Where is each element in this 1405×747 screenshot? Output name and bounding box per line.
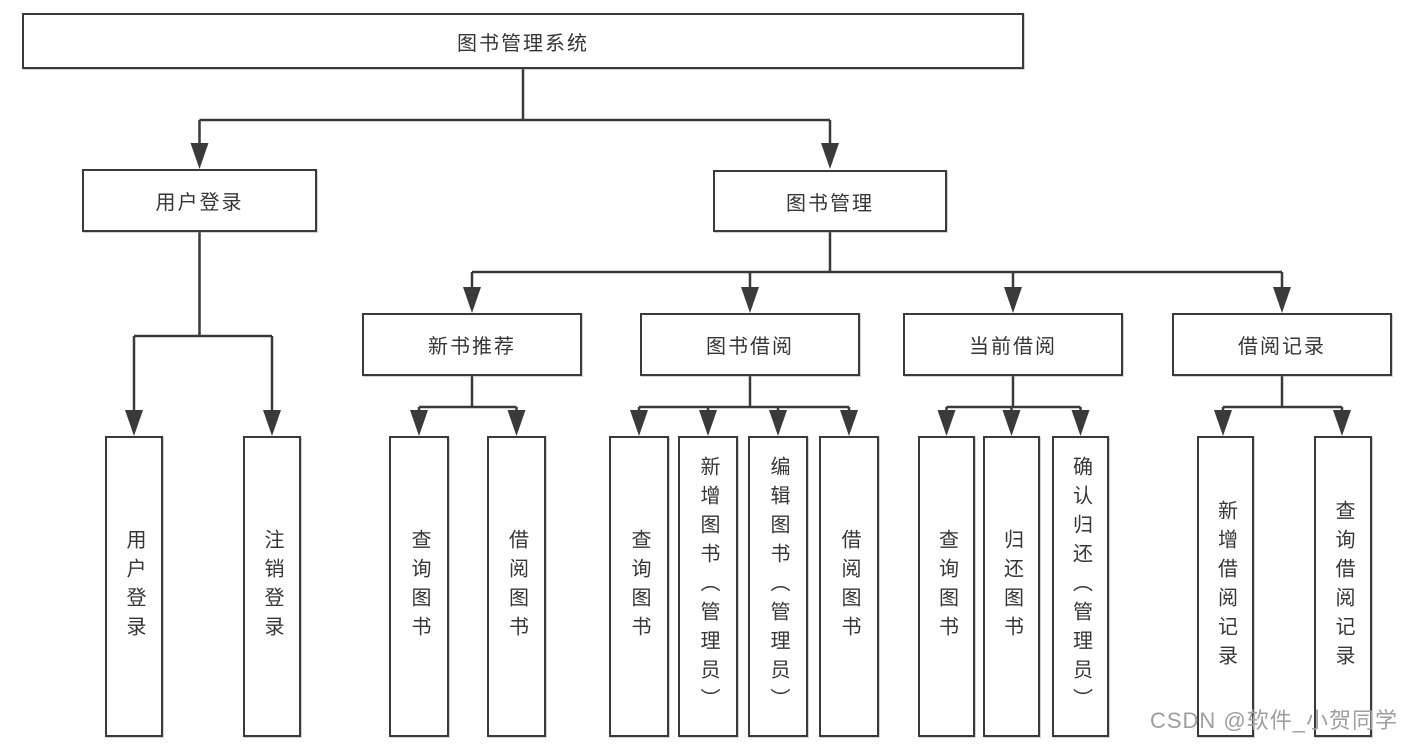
leaf-return-book-label: 归还图书 <box>1000 528 1023 645</box>
node-current-borrow-label: 当前借阅 <box>969 336 1057 358</box>
leaf-query-books-recommend: 查询图书 <box>389 436 449 737</box>
leaf-edit-book-admin-label: 编辑图书（管理员） <box>767 456 789 717</box>
leaf-confirm-return-admin-label: 确认归还（管理员） <box>1069 456 1092 717</box>
leaf-add-borrow-record: 新增借阅记录 <box>1197 436 1254 737</box>
leaf-add-book-admin: 新增图书（管理员） <box>678 436 738 737</box>
node-new-book-recommend: 新书推荐 <box>362 313 582 376</box>
leaf-borrow-books: 借阅图书 <box>819 436 879 737</box>
leaf-logout-label: 注销登录 <box>261 528 283 645</box>
leaf-query-books-recommend-label: 查询图书 <box>408 528 430 645</box>
leaf-query-books-borrow-label: 查询图书 <box>628 528 650 645</box>
node-book-management: 图书管理 <box>713 170 947 232</box>
leaf-return-book: 归还图书 <box>983 436 1040 737</box>
leaf-query-borrow-record: 查询借阅记录 <box>1314 436 1372 737</box>
leaf-borrow-books-recommend: 借阅图书 <box>487 436 546 737</box>
leaf-query-books-current: 查询图书 <box>918 436 975 737</box>
leaf-user-login: 用户登录 <box>105 436 163 737</box>
node-book-borrow: 图书借阅 <box>640 313 860 376</box>
leaf-query-books-borrow: 查询图书 <box>609 436 669 737</box>
leaf-logout: 注销登录 <box>243 436 301 737</box>
node-book-borrow-label: 图书借阅 <box>706 336 794 358</box>
leaf-borrow-books-recommend-label: 借阅图书 <box>505 528 528 645</box>
leaf-query-borrow-record-label: 查询借阅记录 <box>1332 499 1354 674</box>
node-borrow-records: 借阅记录 <box>1172 313 1392 376</box>
node-root-system: 图书管理系统 <box>22 13 1024 69</box>
node-root-system-label: 图书管理系统 <box>457 32 589 55</box>
csdn-watermark: CSDN @软件_小贺同学 <box>1149 708 1398 733</box>
leaf-add-borrow-record-label: 新增借阅记录 <box>1214 499 1237 674</box>
node-user-login: 用户登录 <box>82 169 317 232</box>
leaf-query-books-current-label: 查询图书 <box>935 528 958 645</box>
leaf-add-book-admin-label: 新增图书（管理员） <box>697 456 719 717</box>
node-new-book-recommend-label: 新书推荐 <box>428 336 516 358</box>
leaf-user-login-label: 用户登录 <box>123 528 145 645</box>
leaf-edit-book-admin: 编辑图书（管理员） <box>748 436 808 737</box>
node-user-login-label: 用户登录 <box>155 192 244 214</box>
leaf-borrow-books-label: 借阅图书 <box>838 528 860 645</box>
node-book-management-label: 图书管理 <box>786 192 874 215</box>
node-borrow-records-label: 借阅记录 <box>1238 336 1326 358</box>
leaf-confirm-return-admin: 确认归还（管理员） <box>1052 436 1109 737</box>
node-current-borrow: 当前借阅 <box>903 313 1123 376</box>
